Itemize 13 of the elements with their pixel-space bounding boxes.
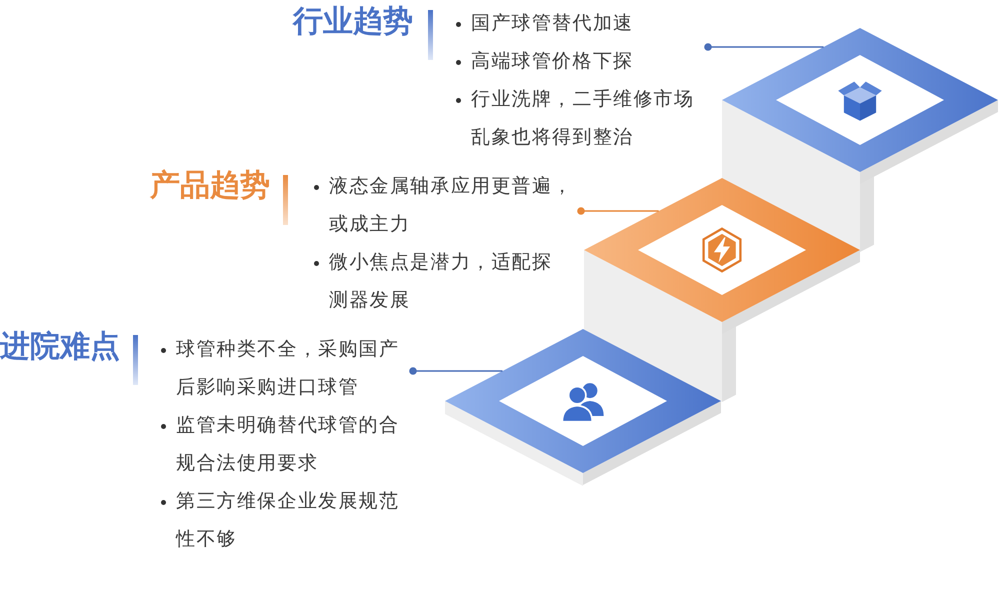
section-heading: 行业趋势: [293, 4, 413, 40]
leader-line: [409, 367, 502, 375]
bullet-item: 第三方维保企业发展规范性不够: [160, 483, 409, 559]
bullet-item: 国产球管替代加速: [455, 5, 704, 43]
bullet-item: 行业洗牌，二手维修市场乱象也将得到整治: [455, 81, 704, 157]
bullet-item: 液态金属轴承应用更普遍，或成主力: [313, 168, 577, 244]
section-heading: 产品趋势: [150, 168, 270, 204]
bullet-item: 微小焦点是潜力，适配探测器发展: [313, 244, 562, 320]
bullet-item: 高端球管价格下探: [455, 43, 704, 81]
leader-line: [704, 43, 824, 51]
bullet-item: 球管种类不全，采购国产后影响采购进口球管: [160, 331, 409, 407]
bullet-item: 监管未明确替代球管的合规合法使用要求: [160, 407, 409, 483]
leader-line: [577, 207, 659, 215]
